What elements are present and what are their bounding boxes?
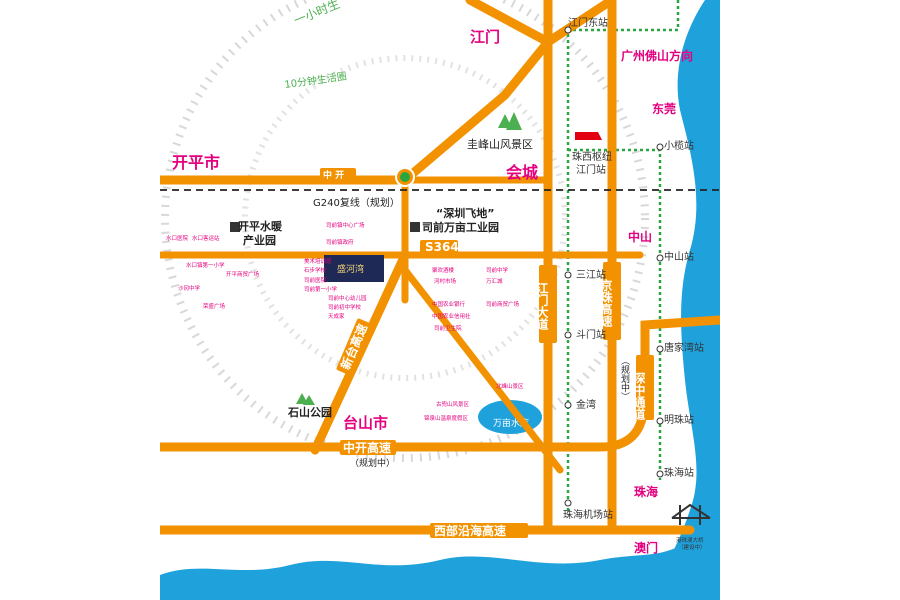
map-canvas: 一小时生 10分钟生活圈 万亩水库 中 开 G240复线（规划） S364	[160, 0, 720, 600]
poi-label-2: 水口镇第一小学	[186, 261, 225, 269]
factory-icon	[230, 222, 240, 232]
road-network	[160, 0, 720, 535]
poi-label-right-1: 司前中学	[486, 266, 509, 274]
west-coast-label: 西部沿海高速	[434, 523, 506, 538]
poi-label-13: 司前镇政府	[326, 238, 354, 246]
station-hub2: 江门站	[576, 163, 606, 176]
outer-ring-label: 一小时生	[292, 0, 342, 28]
poi-label-14: 天成家	[328, 312, 345, 320]
station-tangjiawan: 唐家湾站	[664, 341, 704, 354]
city-huicheng: 会城	[506, 163, 538, 182]
poi-label-4: 沙冈中学	[178, 284, 201, 292]
poi-label-3: 开平商贸广场	[226, 270, 260, 278]
train-icon	[575, 132, 602, 140]
station-hub: 珠西枢纽	[572, 150, 612, 163]
poi-label-10: 司前镇中心广场	[326, 221, 365, 229]
park-icon	[296, 393, 315, 405]
city-guangfo: 广州佛山方向	[621, 48, 693, 63]
shenzhen-line2: 司前万亩工业园	[422, 220, 499, 234]
mountain-icon	[498, 112, 522, 130]
city-taishan: 台山市	[343, 414, 388, 432]
pois-left: 水口医院水口客运站水口镇第一小学开平商贸广场沙冈中学荣盛广场美术培训班石步学校司…	[166, 221, 367, 320]
station-sanjiang: 三江站	[576, 268, 606, 281]
poi-label-right-7: 司前卫生院	[434, 324, 462, 332]
station-zhuhai: 珠海站	[664, 466, 694, 479]
poi-label-6: 美术培训班	[304, 257, 332, 265]
city-zhongshan: 中山	[628, 229, 652, 244]
poi-label-right-4: 中国农业银行	[432, 300, 466, 308]
poi-label-12: 司前初中学校	[328, 303, 362, 311]
kaiping-park-line1: 开平水暖	[238, 219, 283, 233]
junction-center	[400, 172, 410, 182]
zhongshan-exp-label: 深中通道	[632, 371, 646, 421]
s364-label: S364	[425, 240, 459, 254]
zhongshan-exp-note: （规划中）	[619, 356, 630, 401]
city-zhuhai: 珠海	[634, 484, 658, 499]
bridge-note-2: （建设中）	[678, 543, 706, 551]
station-xiaolan: 小榄站	[664, 139, 694, 152]
pearl-river-water	[645, 0, 720, 600]
poi-label-right-8: 北峰山景区	[496, 382, 524, 390]
poi-label-5: 荣盛广场	[203, 302, 226, 310]
city-labels: 江门 开平市 会城 台山市 广州佛山方向 东莞 中山 珠海 澳门	[172, 28, 693, 555]
place-labels: 圭峰山风景区 开平水暖 产业园 “深圳飞地” 司前万亩工业园 石山公园 盛河湾	[230, 112, 533, 419]
poi-label-right-10: 锦泉山温泉度假区	[424, 414, 469, 422]
poi-label-7: 石步学校	[304, 266, 327, 274]
station-jiangmen-east: 江门东站	[568, 16, 608, 29]
zhongkai-note: （规划中）	[350, 457, 395, 469]
station-jinwan: 金湾	[576, 398, 596, 411]
city-macau: 澳门	[634, 540, 658, 555]
jiangmen-ave-label: 江门大道	[535, 281, 549, 331]
outer-ring	[161, 0, 649, 462]
g240-label: G240复线（规划）	[313, 196, 400, 209]
poi-label-1: 水口客运站	[192, 234, 220, 242]
scenic-label: 圭峰山风景区	[467, 138, 533, 151]
poi-label-right-0: 聚欢酒楼	[432, 266, 455, 274]
poi-label-right-3: 万汇城	[486, 277, 503, 285]
station-doumen: 斗门站	[576, 328, 606, 341]
stations: 江门东站 珠西枢纽 江门站 三江站 斗门站 金湾 珠海机场站 小榄站 中山站 唐…	[563, 16, 711, 551]
poi-label-11: 司前中心幼儿园	[328, 294, 367, 302]
south-sea-water	[160, 540, 700, 600]
city-kaiping: 开平市	[172, 153, 220, 172]
svg-text:中 开: 中 开	[323, 169, 344, 181]
factory-icon-2	[410, 222, 420, 232]
shishan-label: 石山公园	[287, 405, 332, 419]
project-badge[interactable]	[324, 255, 384, 282]
poi-label-right-2: 河村市场	[434, 277, 457, 285]
station-zhongshan: 中山站	[664, 250, 694, 263]
project-label: 盛河湾	[337, 263, 364, 275]
poi-label-9: 司前第一小学	[304, 285, 338, 293]
city-jiangmen: 江门	[470, 28, 500, 46]
poi-label-0: 水口医院	[166, 234, 189, 242]
inner-ring	[242, 55, 568, 381]
jingzhu-label: 京珠高速	[599, 278, 613, 328]
metro-line-west	[566, 0, 680, 515]
bridge-icon	[671, 503, 711, 525]
poi-label-right-5: 司前商贸广场	[486, 300, 520, 308]
poi-label-right-6: 中国农业信用社	[432, 312, 471, 320]
city-dongguan: 东莞	[652, 101, 676, 116]
poi-label-right-9: 古兜山风景区	[436, 400, 470, 408]
station-mingzhu: 明珠站	[664, 413, 694, 426]
location-map: 一小时生 10分钟生活圈 万亩水库 中 开 G240复线（规划） S364	[160, 0, 720, 600]
kaiping-park-line2: 产业园	[243, 233, 276, 247]
poi-label-8: 司前医院	[304, 276, 327, 284]
shenzhen-line1: “深圳飞地”	[436, 206, 494, 220]
zhongkai-label: 中开高速	[343, 440, 391, 455]
station-zhuhai-airport: 珠海机场站	[563, 508, 613, 521]
bridge-note-1: 港珠澳大桥	[676, 536, 704, 544]
